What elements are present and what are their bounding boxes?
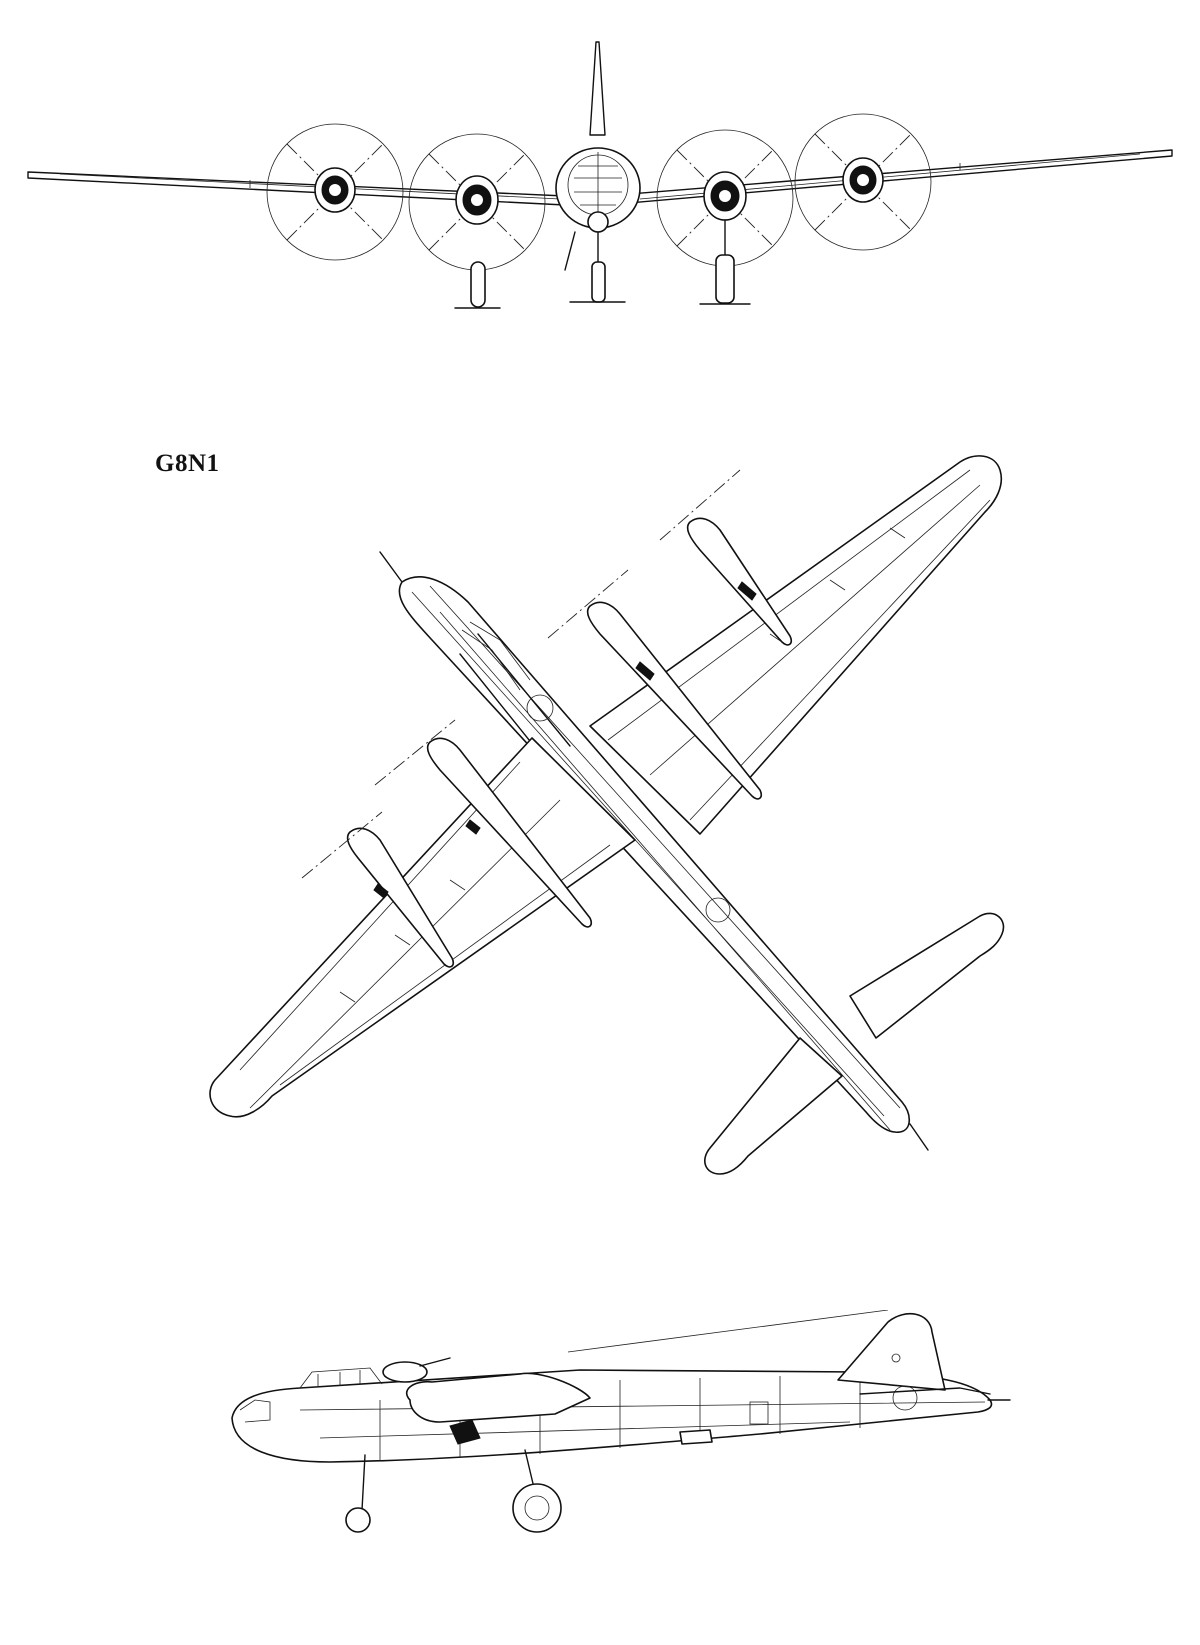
plan-view (0, 440, 1200, 1230)
side-view-nacelle (405, 1372, 591, 1423)
front-view-figure (27, 41, 1173, 309)
aircraft-designation: G8N1 (155, 450, 220, 477)
side-view-landing-gear (345, 1429, 713, 1533)
front-view-engine-nacelles (314, 157, 884, 225)
plan-view-right-tailplane (849, 912, 1005, 1039)
side-view (0, 1310, 1200, 1630)
side-view-dorsal-turret (382, 1361, 428, 1383)
plan-view-right-wing (589, 455, 1003, 835)
side-view-fin (837, 1313, 946, 1391)
front-view-landing-gear (454, 219, 751, 309)
side-view-figure (231, 1310, 1011, 1533)
front-view (0, 0, 1200, 330)
plan-view-left-tailplane (704, 1037, 843, 1175)
front-view-fin (589, 41, 606, 136)
plan-view-fuselage (398, 576, 911, 1134)
plan-view-propeller-lines (301, 469, 741, 879)
plan-view-engine-nacelles (346, 517, 793, 968)
plan-view-figure (209, 455, 1005, 1175)
